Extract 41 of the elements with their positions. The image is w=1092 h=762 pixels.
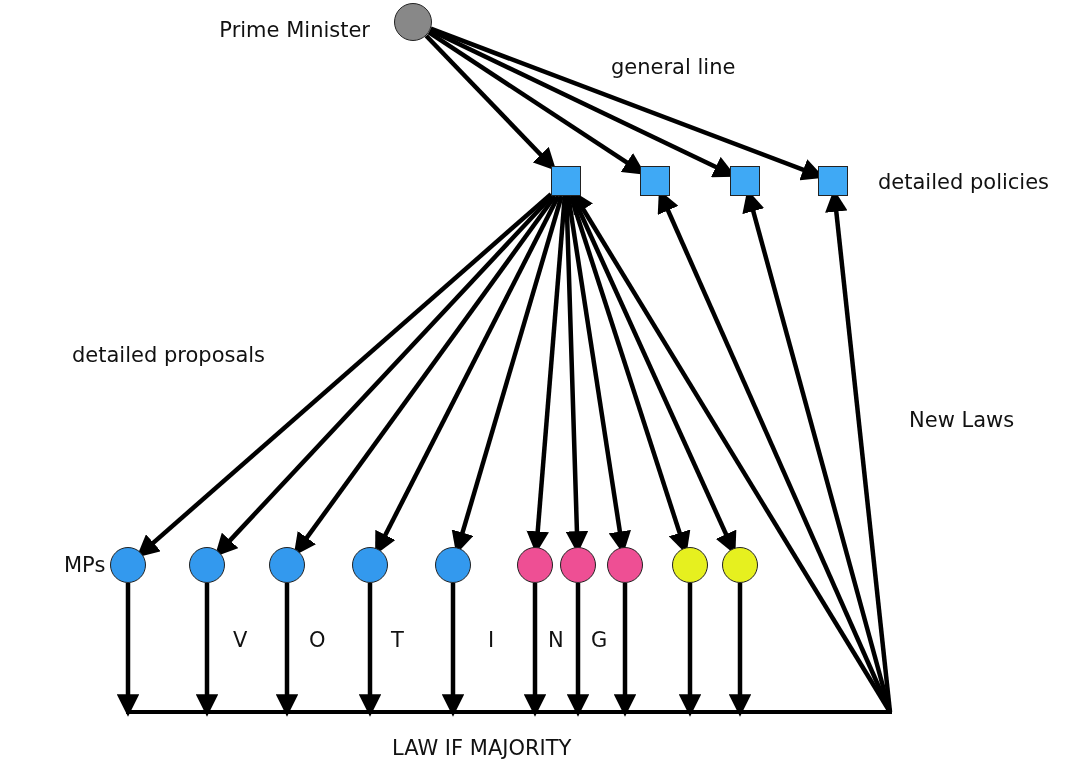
text-label: general line: [611, 57, 736, 78]
text-label: detailed proposals: [72, 345, 266, 366]
circle-node: [722, 547, 758, 583]
text-label: V: [233, 630, 248, 651]
text-label: detailed policies: [878, 172, 1050, 193]
arrow: [613, 583, 637, 717]
circle-node: [607, 547, 643, 583]
arrow: [566, 583, 590, 717]
text-label: LAW IF MAJORITY: [392, 738, 572, 759]
square-node: [640, 166, 670, 196]
circle-node: [352, 547, 388, 583]
text-label: I: [488, 630, 495, 651]
arrow: [116, 583, 140, 717]
arrow: [195, 583, 219, 717]
text-label: N: [548, 630, 564, 651]
arrow: [678, 583, 702, 717]
arrow: [275, 583, 299, 717]
text-label: G: [591, 630, 608, 651]
text-label: MPs: [64, 555, 106, 576]
arrow: [214, 194, 554, 557]
arrow: [523, 583, 547, 717]
text-label: New Laws: [909, 410, 1015, 431]
arrow: [441, 583, 465, 717]
circle-node: [269, 547, 305, 583]
circle-node: [110, 547, 146, 583]
circle-node: [435, 547, 471, 583]
text-label: T: [391, 630, 404, 651]
circle-node: [560, 547, 596, 583]
circle-node: [189, 547, 225, 583]
text-label: O: [309, 630, 326, 651]
square-node: [730, 166, 760, 196]
arrow: [358, 583, 382, 717]
circle-node: [672, 547, 708, 583]
node-caption: Prime Minister: [219, 20, 370, 41]
circle-node: [517, 547, 553, 583]
arrow: [424, 34, 557, 171]
circle-node: [394, 3, 432, 41]
base-line-bar: [126, 710, 892, 714]
arrow: [728, 583, 752, 717]
square-node: [818, 166, 848, 196]
square-node: [551, 166, 581, 196]
